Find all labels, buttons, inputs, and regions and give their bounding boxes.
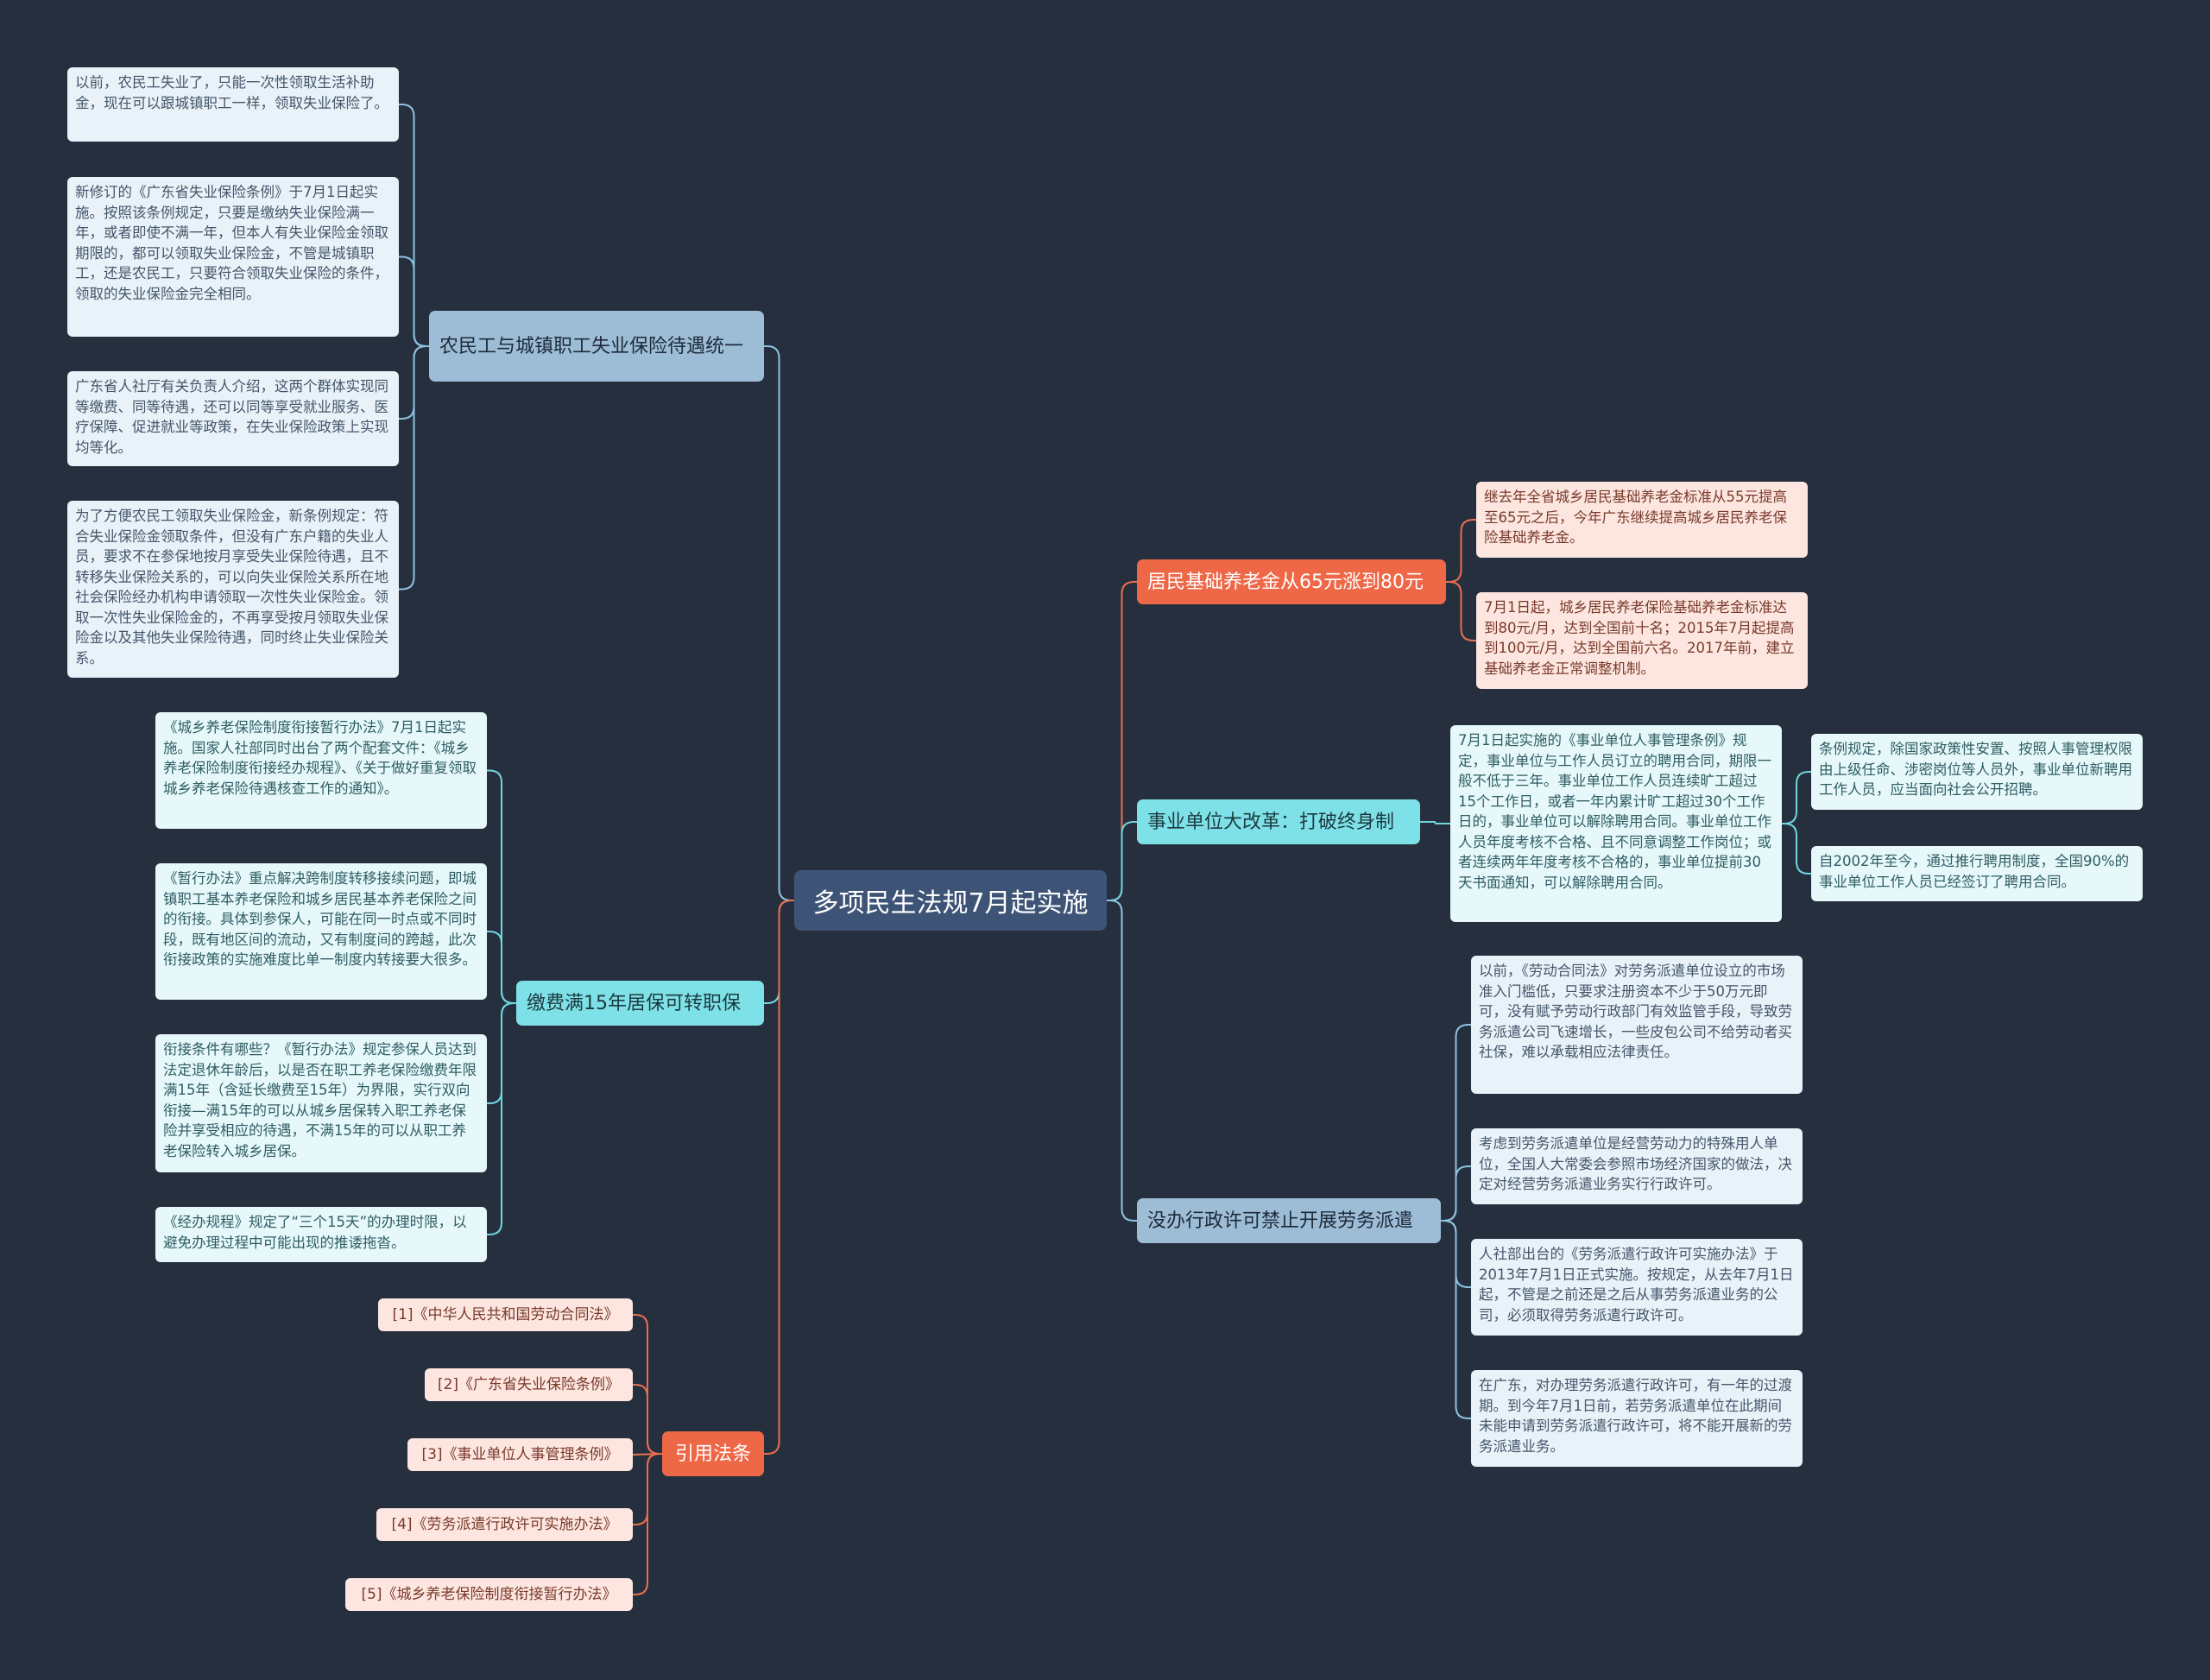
branch-public-institution-reform[interactable]: 事业单位大改革：打破终身制 bbox=[1137, 799, 1420, 844]
branch-migrant-unemployment[interactable]: 农民工与城镇职工失业保险待遇统一 bbox=[429, 311, 764, 382]
leaf-b2-3[interactable]: 衔接条件有哪些？《暂行办法》规定参保人员达到法定退休年龄后，以是否在职工养老保险… bbox=[155, 1034, 487, 1172]
leaf-b6-2[interactable]: 考虑到劳务派遣单位是经营劳动力的特殊用人单位，全国人大常委会参照市场经济国家的做… bbox=[1471, 1128, 1803, 1204]
leaf-b5-sub-2[interactable]: 自2002年至今，通过推行聘用制度，全国90%的事业单位工作人员已经签订了聘用合… bbox=[1811, 846, 2143, 901]
ref-3[interactable]: [3]《事业单位人事管理条例》 bbox=[407, 1438, 633, 1471]
branch-pension-transfer[interactable]: 缴费满15年居保可转职保 bbox=[516, 981, 764, 1026]
leaf-b1-2[interactable]: 新修订的《广东省失业保险条例》于7月1日起实施。按照该条例规定，只要是缴纳失业保… bbox=[67, 177, 399, 337]
connector-branch-migrant-unemployment-leaf-b1-2 bbox=[399, 256, 429, 347]
connector-root-topic-branch-labor-dispatch-permit bbox=[1107, 900, 1137, 1222]
connector-root-topic-branch-cited-laws bbox=[764, 900, 794, 1455]
leaf-b1-4[interactable]: 为了方便农民工领取失业保险金，新条例规定：符合失业保险金领取条件，但没有广东户籍… bbox=[67, 501, 399, 678]
branch-cited-laws[interactable]: 引用法条 bbox=[662, 1431, 764, 1476]
connector-branch-public-institution-reform-leaf-b5-main bbox=[1420, 821, 1450, 824]
leaf-b2-4[interactable]: 《经办规程》规定了“三个15天”的办理时限，以避免办理过程中可能出现的推诿拖沓。 bbox=[155, 1207, 487, 1262]
ref-1[interactable]: [1]《中华人民共和国劳动合同法》 bbox=[378, 1298, 633, 1331]
leaf-b4-1[interactable]: 继去年全省城乡居民基础养老金标准从55元提高至65元之后，今年广东继续提高城乡居… bbox=[1476, 482, 1808, 558]
leaf-b2-1[interactable]: 《城乡养老保险制度衔接暂行办法》7月1日起实施。国家人社部同时出台了两个配套文件… bbox=[155, 712, 487, 829]
ref-4[interactable]: [4]《劳务派遣行政许可实施办法》 bbox=[376, 1508, 633, 1541]
connector-branch-labor-dispatch-permit-leaf-b6-2 bbox=[1441, 1165, 1471, 1222]
connector-branch-cited-laws-ref-2 bbox=[633, 1384, 662, 1455]
leaf-b4-2[interactable]: 7月1日起，城乡居民养老保险基础养老金标准达到80元/月，达到全国前十名；201… bbox=[1476, 592, 1808, 689]
leaf-b5-sub-1[interactable]: 条例规定，除国家政策性安置、按照人事管理权限由上级任命、涉密岗位等人员外，事业单… bbox=[1811, 734, 2143, 810]
connector-root-topic-branch-public-institution-reform bbox=[1107, 821, 1137, 901]
ref-5[interactable]: [5]《城乡养老保险制度衔接暂行办法》 bbox=[345, 1578, 633, 1611]
connector-branch-cited-laws-ref-5 bbox=[633, 1453, 662, 1595]
branch-labor-dispatch-permit[interactable]: 没办行政许可禁止开展劳务派遣 bbox=[1137, 1198, 1441, 1243]
leaf-b1-1[interactable]: 以前，农民工失业了，只能一次性领取生活补助金，现在可以跟城镇职工一样，领取失业保… bbox=[67, 67, 399, 142]
leaf-b6-3[interactable]: 人社部出台的《劳务派遣行政许可实施办法》于2013年7月1日正式实施。按规定，从… bbox=[1471, 1239, 1803, 1336]
connector-leaf-b5-main-leaf-b5-sub-2 bbox=[1782, 823, 1811, 875]
branch-basic-pension[interactable]: 居民基础养老金从65元涨到80元 bbox=[1137, 559, 1446, 604]
ref-2[interactable]: [2]《广东省失业保险条例》 bbox=[425, 1368, 633, 1401]
connector-root-topic-branch-migrant-unemployment bbox=[764, 345, 794, 901]
leaf-b1-3[interactable]: 广东省人社厅有关负责人介绍，这两个群体实现同等缴费、同等待遇，还可以同等享受就业… bbox=[67, 371, 399, 466]
leaf-b5-main[interactable]: 7月1日起实施的《事业单位人事管理条例》规定，事业单位与工作人员订立的聘用合同，… bbox=[1450, 725, 1782, 922]
root-topic[interactable]: 多项民生法规7月起实施 bbox=[794, 870, 1107, 931]
connector-branch-labor-dispatch-permit-leaf-b6-4 bbox=[1441, 1220, 1471, 1419]
leaf-b6-1[interactable]: 以前，《劳动合同法》对劳务派遣单位设立的市场准入门槛低，只要求注册资本不少于50… bbox=[1471, 956, 1803, 1094]
connector-leaf-b5-main-leaf-b5-sub-1 bbox=[1782, 771, 1811, 824]
connector-branch-migrant-unemployment-leaf-b1-4 bbox=[399, 345, 429, 591]
connector-branch-basic-pension-leaf-b4-1 bbox=[1446, 519, 1476, 583]
connector-branch-pension-transfer-leaf-b2-2 bbox=[487, 931, 516, 1004]
leaf-b2-2[interactable]: 《暂行办法》重点解决跨制度转移接续问题，即城镇职工基本养老保险和城乡居民基本养老… bbox=[155, 863, 487, 1000]
leaf-b6-4[interactable]: 在广东，对办理劳务派遣行政许可，有一年的过渡期。到今年7月1日前，若劳务派遣单位… bbox=[1471, 1370, 1803, 1467]
connector-branch-pension-transfer-leaf-b2-4 bbox=[487, 1002, 516, 1235]
connector-branch-basic-pension-leaf-b4-2 bbox=[1446, 581, 1476, 641]
